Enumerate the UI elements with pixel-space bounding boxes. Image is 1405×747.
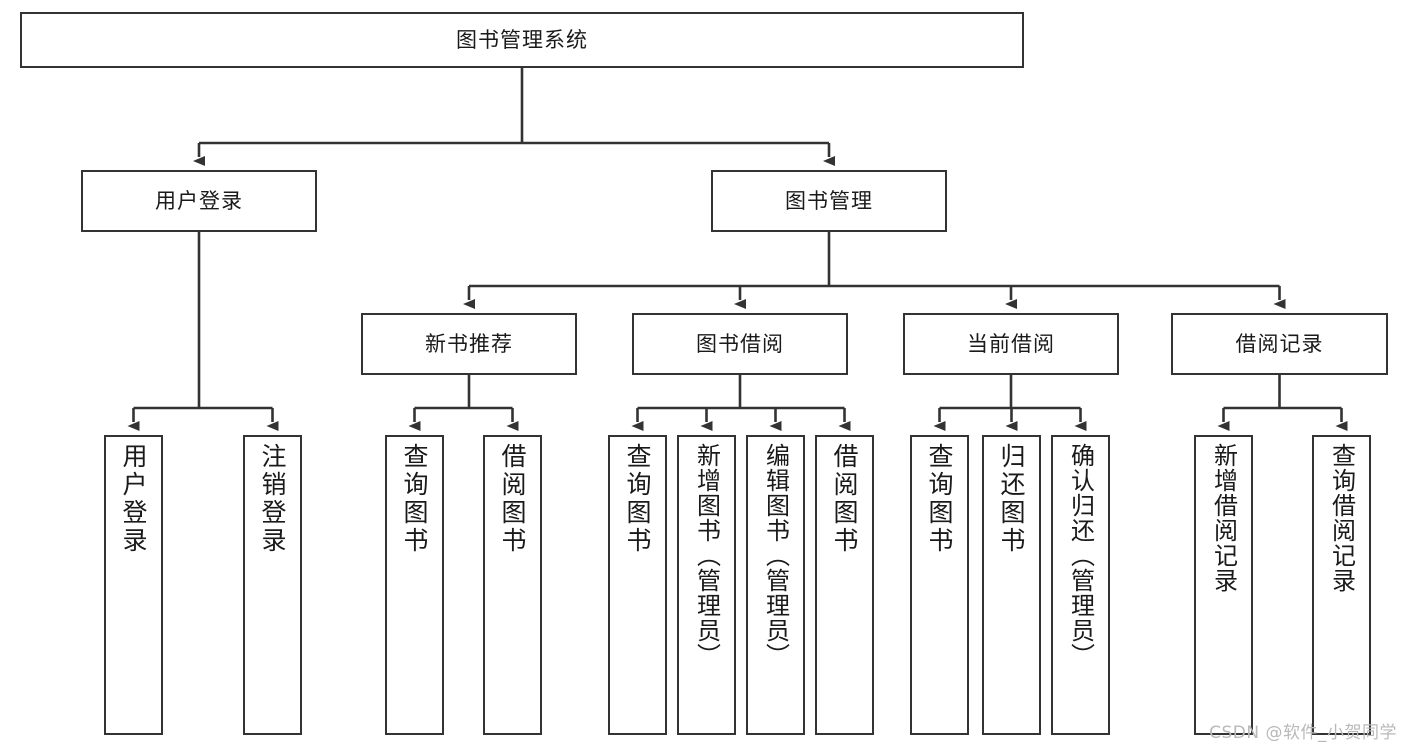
node-leaf-new-1[interactable]: 查询图书 bbox=[385, 435, 444, 735]
node-current[interactable]: 当前借阅 bbox=[903, 313, 1119, 375]
node-leaf-login-2[interactable]: 注销登录 bbox=[243, 435, 302, 735]
node-label: 借阅图书 bbox=[830, 443, 859, 555]
watermark-text: CSDN @软件_小贺同学 bbox=[1209, 723, 1397, 743]
node-login[interactable]: 用户登录 bbox=[81, 170, 317, 232]
node-leaf-borrow-2[interactable]: 新增图书（管理员） bbox=[677, 435, 736, 735]
node-leaf-cur-3[interactable]: 确认归还（管理员） bbox=[1051, 435, 1110, 735]
node-label: 用户登录 bbox=[155, 188, 243, 213]
node-label: 查询图书 bbox=[623, 443, 652, 555]
node-label: 图书管理系统 bbox=[456, 27, 588, 52]
node-label: 用户登录 bbox=[119, 443, 148, 555]
node-leaf-rec-2[interactable]: 查询借阅记录 bbox=[1312, 435, 1371, 735]
node-label: 编辑图书（管理员） bbox=[761, 443, 790, 668]
node-root[interactable]: 图书管理系统 bbox=[20, 12, 1024, 68]
node-label: 新书推荐 bbox=[425, 331, 513, 356]
node-label: 图书管理 bbox=[785, 188, 873, 213]
node-label: 查询图书 bbox=[400, 443, 429, 555]
node-newbook[interactable]: 新书推荐 bbox=[361, 313, 577, 375]
node-leaf-cur-2[interactable]: 归还图书 bbox=[982, 435, 1041, 735]
node-label: 新增图书（管理员） bbox=[692, 443, 721, 668]
node-bookmgr[interactable]: 图书管理 bbox=[711, 170, 947, 232]
node-label: 新增借阅记录 bbox=[1209, 443, 1238, 593]
node-label: 注销登录 bbox=[258, 443, 287, 555]
node-label: 借阅图书 bbox=[498, 443, 527, 555]
node-label: 查询图书 bbox=[925, 443, 954, 555]
node-label: 查询借阅记录 bbox=[1327, 443, 1356, 593]
node-label: 借阅记录 bbox=[1235, 331, 1324, 356]
node-leaf-borrow-4[interactable]: 借阅图书 bbox=[815, 435, 874, 735]
node-leaf-rec-1[interactable]: 新增借阅记录 bbox=[1194, 435, 1253, 735]
node-leaf-borrow-1[interactable]: 查询图书 bbox=[608, 435, 667, 735]
node-label: 当前借阅 bbox=[967, 331, 1055, 356]
node-records[interactable]: 借阅记录 bbox=[1171, 313, 1388, 375]
node-label: 确认归还（管理员） bbox=[1066, 443, 1095, 668]
node-label: 归还图书 bbox=[997, 443, 1026, 555]
node-borrow[interactable]: 图书借阅 bbox=[632, 313, 848, 375]
node-label: 图书借阅 bbox=[696, 331, 784, 356]
node-leaf-cur-1[interactable]: 查询图书 bbox=[910, 435, 969, 735]
node-leaf-new-2[interactable]: 借阅图书 bbox=[483, 435, 542, 735]
node-leaf-login-1[interactable]: 用户登录 bbox=[104, 435, 163, 735]
node-leaf-borrow-3[interactable]: 编辑图书（管理员） bbox=[746, 435, 805, 735]
